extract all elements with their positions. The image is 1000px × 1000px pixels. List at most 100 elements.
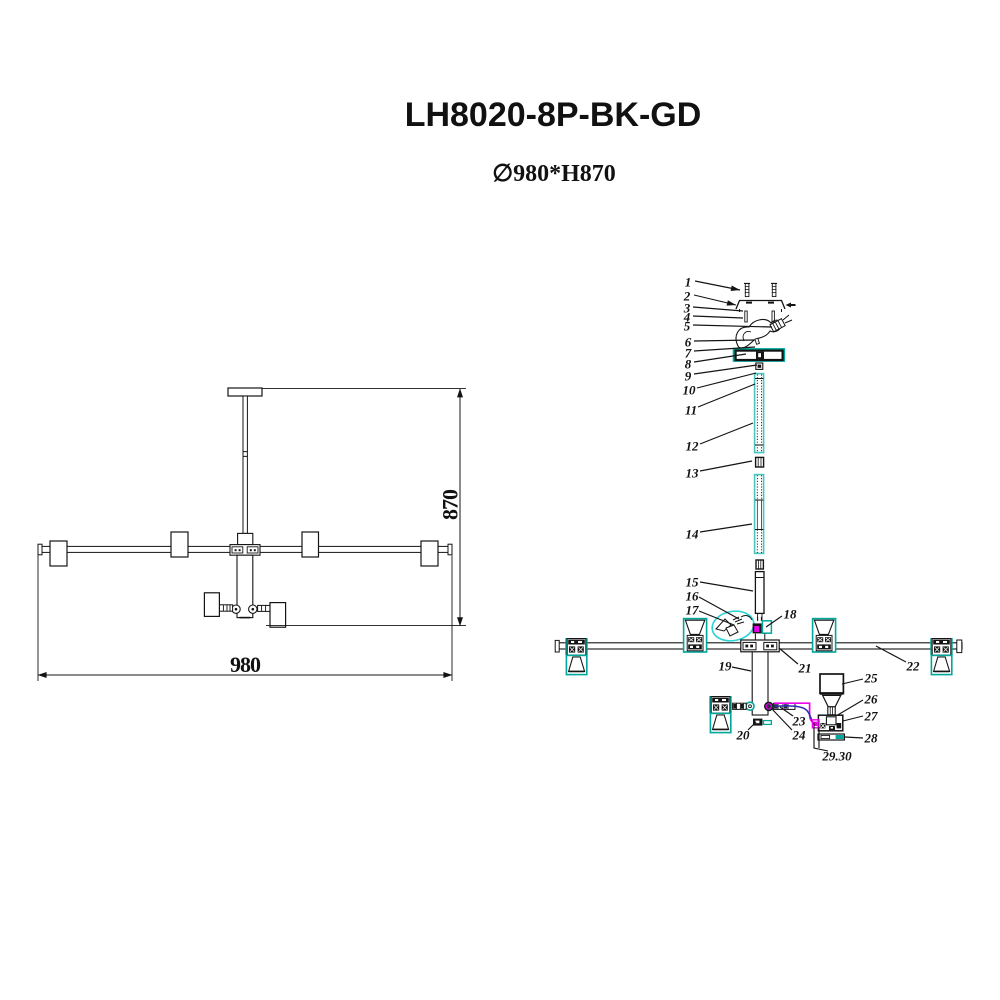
side-screw [785,302,791,308]
lamp-head [930,637,953,676]
part-number-8: 8 [685,357,692,372]
part-leader-26 [835,699,864,717]
part-number-16: 16 [686,589,700,604]
stem-bracket [753,718,773,726]
part-leader-3 [692,306,744,312]
part-leader-16 [698,596,740,620]
height-dimension: 870 [438,489,463,520]
lamp-head [811,617,837,653]
bracket-pin [771,310,775,323]
lamp-arm [218,604,234,612]
shade-funnel [821,694,842,708]
part-leader-27 [842,715,864,722]
middle-rod [753,473,765,555]
lamp-head [49,540,68,567]
rod-connector [755,559,765,570]
lamp-head [565,637,588,676]
part-leader-19 [731,666,752,672]
part-number-22: 22 [906,659,921,674]
bar-connector [740,639,780,653]
lamp-head [269,601,287,628]
part-leader-17 [698,610,735,626]
part-number-5: 5 [684,319,691,334]
exploded-view [554,282,963,741]
part-number-19: 19 [719,659,733,674]
part-number-3: 3 [683,301,691,316]
part-leader-15 [699,581,754,592]
part-leader-7 [693,346,756,352]
part-number-21: 21 [798,661,812,676]
lamp-head [420,540,439,567]
part-number-17: 17 [686,603,700,618]
part-leader-25 [841,678,864,685]
part-number-13: 13 [686,466,700,481]
bracket-pin [744,310,748,323]
part-leader-28 [844,736,864,739]
lamp-head [203,592,220,617]
part-leader-14 [699,523,753,533]
part-number-4: 4 [683,310,691,325]
drawing-spec: ∅980*H870 [492,161,616,187]
mounting-strip [817,733,845,741]
part-leader-20 [747,721,757,731]
lamp-head [682,617,708,653]
upper-rod [753,372,765,454]
center-hub [237,532,254,546]
part-number-25: 25 [864,671,879,686]
lamp-head [709,695,732,734]
canopy-plate [227,387,263,397]
part-number-14: 14 [686,527,700,542]
part-leader-21 [778,647,799,665]
part-leader-18 [765,615,783,628]
canopy-pin [754,337,761,345]
part-leader-8 [693,353,747,363]
part-leader-13 [699,460,753,472]
lamp-head [301,531,320,558]
part-leader-9 [693,364,758,375]
part-leader-4 [692,315,744,319]
part-leader-10 [696,372,757,389]
part-leader-11 [697,383,756,408]
wire-connector [811,719,820,729]
part-number-18: 18 [784,607,798,622]
wire-plug [769,317,786,333]
part-number-11: 11 [685,403,697,418]
part-number-6: 6 [685,335,692,350]
supply-wire [735,314,793,349]
part-number-7: 7 [685,346,692,361]
dimension-lines: 980 870 [37,388,466,681]
part-leader-5 [692,324,773,328]
part-leader-6 [693,339,755,342]
left-lamp-arm [732,701,755,712]
drawing-title: LH8020-8P-BK-GD [405,96,702,134]
leader-arrowhead [726,300,736,306]
lower-rod [754,570,765,615]
wire-detail [711,610,755,642]
part-leader-24 [771,708,793,731]
part-number-27: 27 [864,709,879,724]
part-number-23: 23 [792,714,807,729]
part-number-2: 2 [683,289,691,304]
exploded-lamp-head [811,673,845,741]
shade [819,673,845,695]
part-leader-22 [875,645,907,663]
lamp-arm [257,604,271,612]
mounting-bracket [735,299,796,312]
part-leader-23 [779,706,794,717]
part-number-28: 28 [864,731,879,746]
part-number-1: 1 [685,275,692,290]
part-number-20: 20 [736,728,751,743]
mounting-screws [744,282,777,298]
lamp-head [170,531,189,558]
part-number-26: 26 [864,692,879,707]
width-dimension: 980 [230,652,261,677]
part-number-24: 24 [792,728,807,743]
leader-arrowhead [730,285,740,291]
rod-junction [752,616,773,641]
rod-connector [754,456,765,468]
socket-neck [827,706,836,716]
part-number-12: 12 [686,439,700,454]
part-leader-29.30 [813,723,829,752]
